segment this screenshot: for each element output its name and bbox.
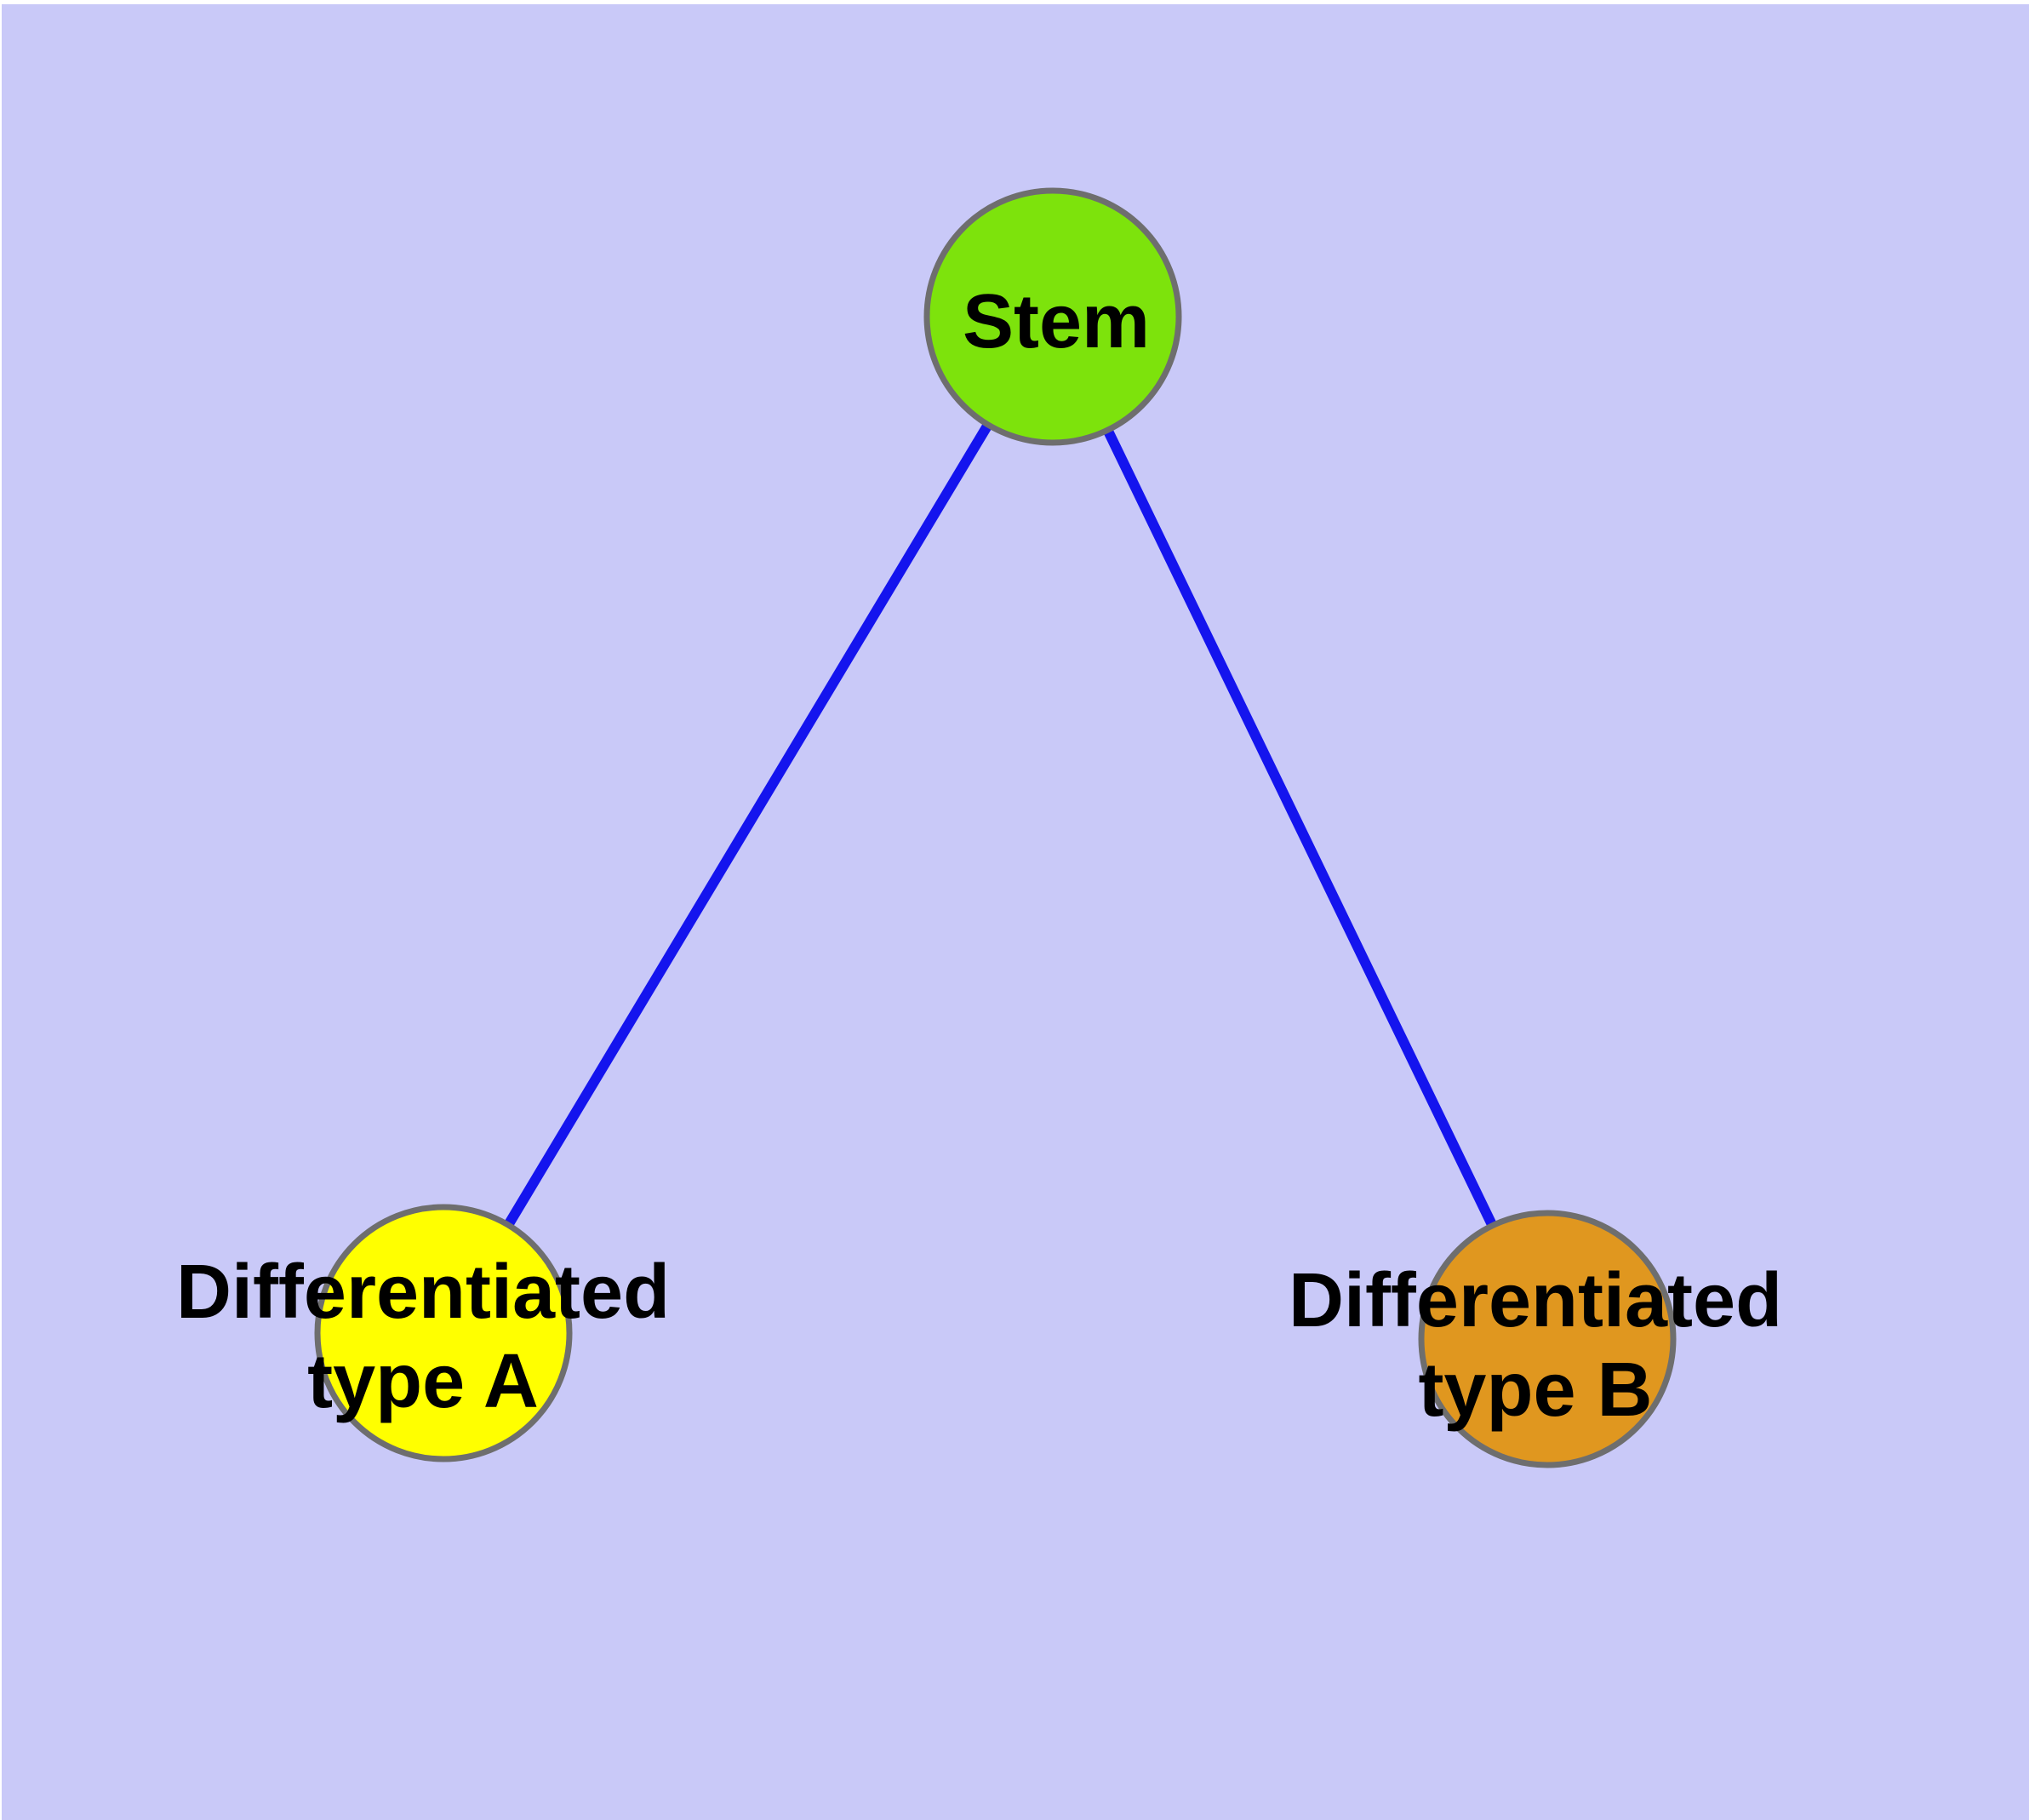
edge-stem-to-type-a <box>438 313 1058 1336</box>
nodes-layer <box>314 187 1677 1468</box>
graph-svg <box>314 187 1677 1468</box>
edge-stem-to-type-b <box>1048 314 1552 1342</box>
node-stem-circle <box>923 187 1182 446</box>
node-type-b-circle <box>1418 1210 1677 1468</box>
edges-layer <box>438 313 1552 1342</box>
node-type-a-circle <box>314 1204 573 1462</box>
